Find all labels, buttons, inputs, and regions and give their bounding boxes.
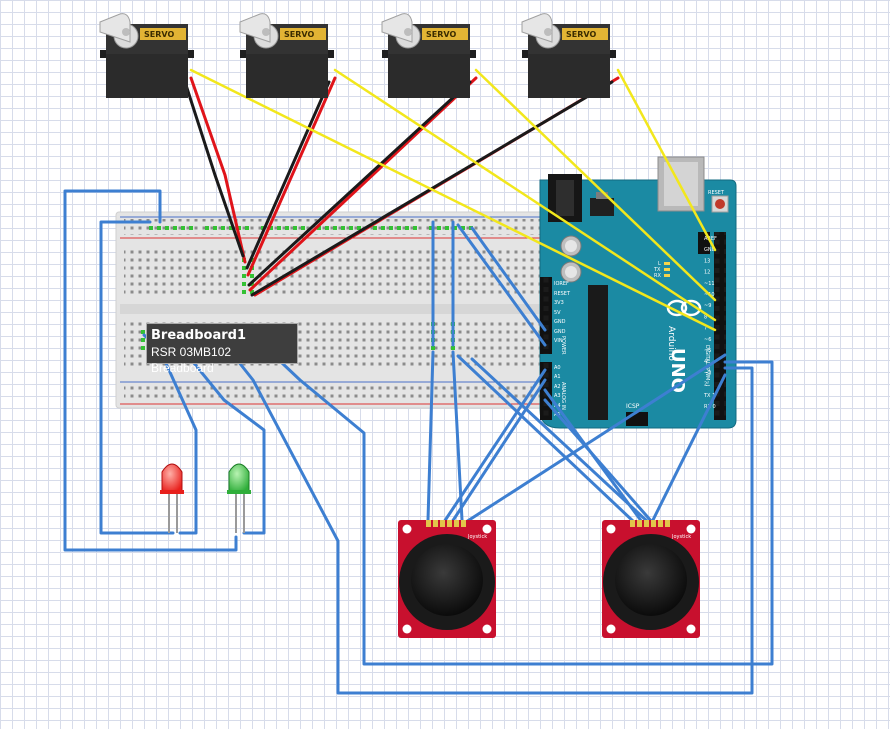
power-label: POWER [560,336,566,355]
svg-text:3V3: 3V3 [554,300,564,306]
svg-text:2: 2 [704,382,707,388]
svg-text:RX: RX [654,273,661,279]
atmega-chip [588,285,608,420]
analog-label: ANALOG IN [560,382,566,410]
svg-text:A3: A3 [554,393,561,399]
icsp-label: ICSP [626,403,640,410]
svg-text:IOREF: IOREF [554,281,569,287]
svg-text:RESET: RESET [554,291,571,297]
joystick-title: Joystick [671,534,691,540]
svg-text:~11: ~11 [704,281,715,287]
svg-text:TX 1: TX 1 [703,393,715,399]
servo-3[interactable]: SERVO [381,13,476,98]
svg-text:AREF: AREF [704,236,717,242]
blue-wires[interactable] [63,189,774,695]
led-red[interactable] [160,463,184,533]
svg-text:~9: ~9 [704,303,711,309]
svg-text:13: 13 [704,258,710,264]
svg-text:GND: GND [554,319,566,325]
bottom-power-rail[interactable] [124,384,542,400]
servo-label: SERVO [566,30,596,39]
servo-label: SERVO [284,30,314,39]
icsp-header[interactable] [626,412,648,426]
tooltip-subtitle: RSR 03MB102 Breadboard [151,345,232,375]
joystick-2[interactable]: Joystick [602,520,700,638]
svg-text:12: 12 [704,270,710,276]
svg-text:~5: ~5 [704,348,711,354]
reset-label: RESET [708,190,725,196]
svg-text:8: 8 [704,314,707,320]
svg-text:7: 7 [704,326,707,332]
wires [63,68,774,695]
arduino-brand: Arduino [666,326,676,361]
joystick-knob[interactable] [615,544,687,616]
joystick-title: Joystick [467,534,487,540]
servos: SERVO SERVO SERVO SERVO [99,13,616,98]
svg-text:VIN: VIN [554,338,563,344]
arduino-uno[interactable]: RESET ICSP Arduino UNO DIGITAL (PWM~) PO… [539,156,737,429]
breadboard-tooltip: Breadboard1 RSR 03MB102 Breadboard [146,323,298,375]
svg-text:A2: A2 [554,384,561,390]
svg-text:~3: ~3 [704,370,711,376]
servo-label: SERVO [426,30,456,39]
top-terminal-strip[interactable] [124,248,542,298]
servo-1[interactable]: SERVO [99,13,194,98]
svg-text:~6: ~6 [704,337,711,343]
svg-text:A0: A0 [554,365,561,371]
onboard-leds: L TX RX [653,261,670,279]
servo-4[interactable]: SERVO [521,13,616,98]
joystick-1[interactable]: Joystick [398,520,496,638]
svg-text:L: L [658,261,661,267]
svg-text:GND: GND [554,329,566,335]
svg-text:GND: GND [704,247,716,253]
servo-2[interactable]: SERVO [239,13,334,98]
svg-text:TX: TX [653,267,661,273]
power-pin-labels: IOREF RESET 3V3 5V GND GND VIN [554,281,571,344]
svg-text:4: 4 [704,359,707,365]
svg-text:A1: A1 [554,374,561,380]
led-green[interactable] [227,463,251,533]
yellow-wires[interactable] [189,68,717,332]
tooltip-title: Breadboard1 [151,328,246,343]
servo-label: SERVO [144,30,174,39]
joystick-knob[interactable] [411,544,483,616]
svg-text:5V: 5V [554,310,561,316]
